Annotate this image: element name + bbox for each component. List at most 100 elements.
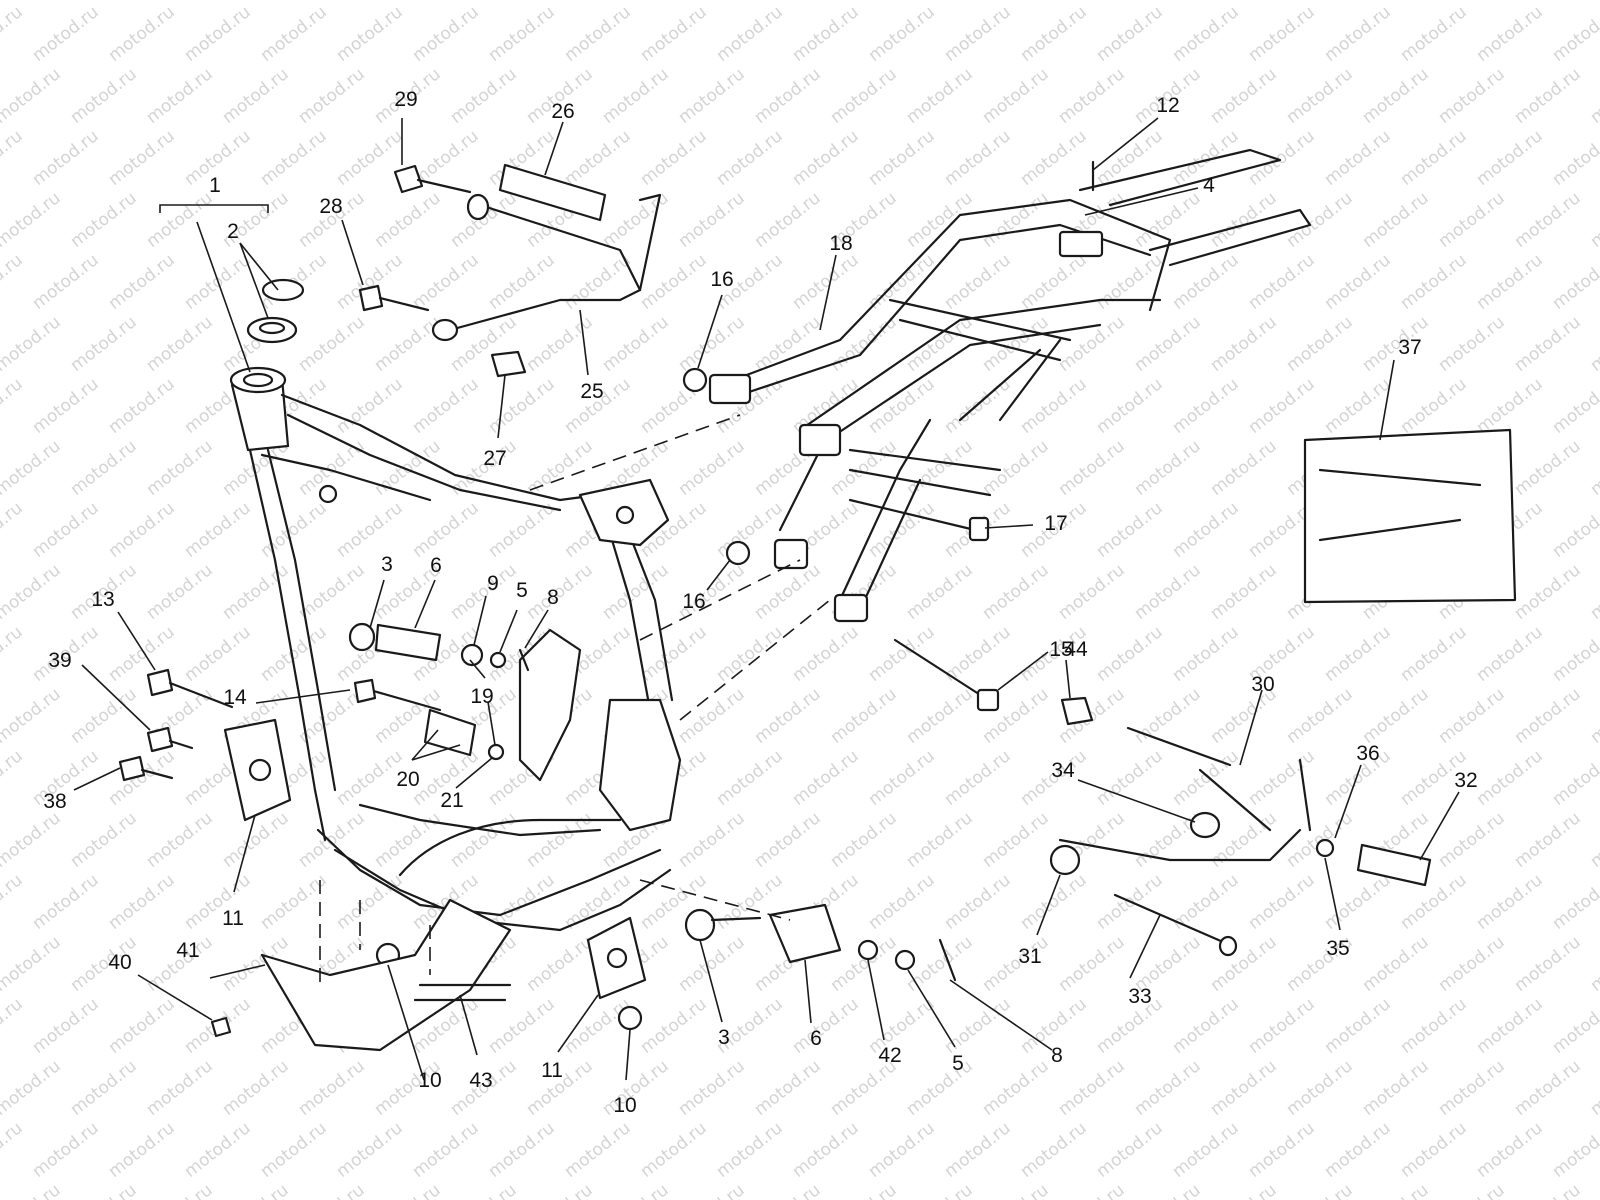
watermark-text: motod.ru	[979, 188, 1053, 252]
watermark-text: motod.ru	[1169, 622, 1243, 686]
watermark-text: motod.ru	[105, 2, 179, 66]
watermark-text: motod.ru	[1169, 2, 1243, 66]
watermark-text: motod.ru	[333, 374, 407, 438]
watermark-text: motod.ru	[0, 0, 65, 4]
callout-12: 12	[1156, 94, 1179, 117]
watermark-text: motod.ru	[751, 64, 825, 128]
watermark-text: motod.ru	[295, 64, 369, 128]
watermark-text: motod.ru	[67, 1180, 141, 1200]
watermark-text: motod.ru	[0, 498, 27, 562]
watermark-text: motod.ru	[333, 126, 407, 190]
callout-11-right: 11	[541, 1059, 563, 1082]
watermark-text: motod.ru	[0, 808, 65, 872]
watermark-text: motod.ru	[143, 808, 217, 872]
watermark-text: motod.ru	[1055, 1180, 1129, 1200]
watermark-text: motod.ru	[941, 126, 1015, 190]
watermark-text: motod.ru	[67, 64, 141, 128]
watermark-text: motod.ru	[903, 1180, 977, 1200]
watermark-text: motod.ru	[181, 622, 255, 686]
watermark-text: motod.ru	[219, 0, 293, 4]
watermark-text: motod.ru	[1321, 994, 1395, 1058]
watermark-text: motod.ru	[1359, 1180, 1433, 1200]
watermark-text: motod.ru	[1435, 684, 1509, 748]
watermark-text: motod.ru	[1169, 250, 1243, 314]
watermark-text: motod.ru	[865, 126, 939, 190]
watermark-text: motod.ru	[371, 0, 445, 4]
watermark-text: motod.ru	[1549, 870, 1600, 934]
callout-43: 43	[469, 1069, 492, 1092]
watermark-text: motod.ru	[1587, 0, 1600, 4]
watermark-text: motod.ru	[1321, 250, 1395, 314]
watermark-text: motod.ru	[1093, 250, 1167, 314]
watermark-text: motod.ru	[143, 188, 217, 252]
watermark-text: motod.ru	[1511, 684, 1585, 748]
watermark-text: motod.ru	[865, 1118, 939, 1182]
watermark-text: motod.ru	[789, 622, 863, 686]
watermark-text: motod.ru	[257, 126, 331, 190]
watermark-text: motod.ru	[1587, 436, 1600, 500]
watermark-text: motod.ru	[865, 2, 939, 66]
watermark-text: motod.ru	[1397, 1118, 1471, 1182]
watermark-text: motod.ru	[0, 312, 65, 376]
watermark-text: motod.ru	[1397, 126, 1471, 190]
watermark-text: motod.ru	[1549, 622, 1600, 686]
watermark-text: motod.ru	[409, 2, 483, 66]
callout-32: 32	[1454, 769, 1477, 792]
watermark-text: motod.ru	[29, 126, 103, 190]
watermark-text: motod.ru	[561, 126, 635, 190]
watermark-text: motod.ru	[1207, 560, 1281, 624]
watermark-text: motod.ru	[257, 2, 331, 66]
callout-30: 30	[1251, 673, 1274, 696]
watermark-text: motod.ru	[1473, 126, 1547, 190]
watermark-text: motod.ru	[1283, 312, 1357, 376]
callout-44: 44	[1064, 638, 1088, 661]
watermark-text: motod.ru	[67, 1056, 141, 1120]
watermark-text: motod.ru	[1055, 436, 1129, 500]
watermark-text: motod.ru	[675, 312, 749, 376]
watermark-text: motod.ru	[219, 1056, 293, 1120]
watermark-text: motod.ru	[409, 374, 483, 438]
watermark-text: motod.ru	[1283, 64, 1357, 128]
watermark-text: motod.ru	[903, 684, 977, 748]
watermark-text: motod.ru	[181, 2, 255, 66]
watermark-text: motod.ru	[1093, 374, 1167, 438]
watermark-text: motod.ru	[599, 1180, 673, 1200]
watermark-text: motod.ru	[1207, 932, 1281, 996]
watermark-text: motod.ru	[1017, 2, 1091, 66]
watermark-text: motod.ru	[143, 64, 217, 128]
watermark-text: motod.ru	[713, 746, 787, 810]
watermark-text: motod.ru	[1321, 622, 1395, 686]
watermark-text: motod.ru	[941, 1118, 1015, 1182]
callout-3-bottom: 3	[718, 1026, 730, 1049]
watermark-text: motod.ru	[1435, 1180, 1509, 1200]
watermark-text: motod.ru	[1511, 188, 1585, 252]
watermark-text: motod.ru	[1549, 994, 1600, 1058]
watermark-text: motod.ru	[105, 374, 179, 438]
watermark-text: motod.ru	[675, 64, 749, 128]
watermark-text: motod.ru	[0, 870, 27, 934]
watermark-text: motod.ru	[447, 808, 521, 872]
parts-hardware	[118, 160, 1517, 1052]
watermark-text: motod.ru	[865, 498, 939, 562]
watermark-text: motod.ru	[751, 1180, 825, 1200]
watermark-text: motod.ru	[67, 808, 141, 872]
watermark-text: motod.ru	[1511, 0, 1585, 4]
watermark-text: motod.ru	[0, 374, 27, 438]
watermark-text: motod.ru	[1473, 994, 1547, 1058]
callout-40: 40	[108, 951, 131, 974]
callout-31: 31	[1018, 945, 1041, 968]
watermark-text: motod.ru	[675, 808, 749, 872]
watermark-text: motod.ru	[1055, 560, 1129, 624]
watermark-text: motod.ru	[1169, 994, 1243, 1058]
watermark-text: motod.ru	[789, 126, 863, 190]
callout-labels: 1 2 29 26 28 25 27 12 4 18 16 16 17 15 3…	[43, 88, 1477, 1117]
watermark-text: motod.ru	[827, 684, 901, 748]
watermark-text: motod.ru	[143, 436, 217, 500]
watermark-text: motod.ru	[827, 1180, 901, 1200]
watermark-text: motod.ru	[1473, 374, 1547, 438]
watermark-text: motod.ru	[561, 1118, 635, 1182]
watermark-text: motod.ru	[1169, 498, 1243, 562]
watermark-text: motod.ru	[0, 188, 65, 252]
watermark-text: motod.ru	[599, 0, 673, 4]
